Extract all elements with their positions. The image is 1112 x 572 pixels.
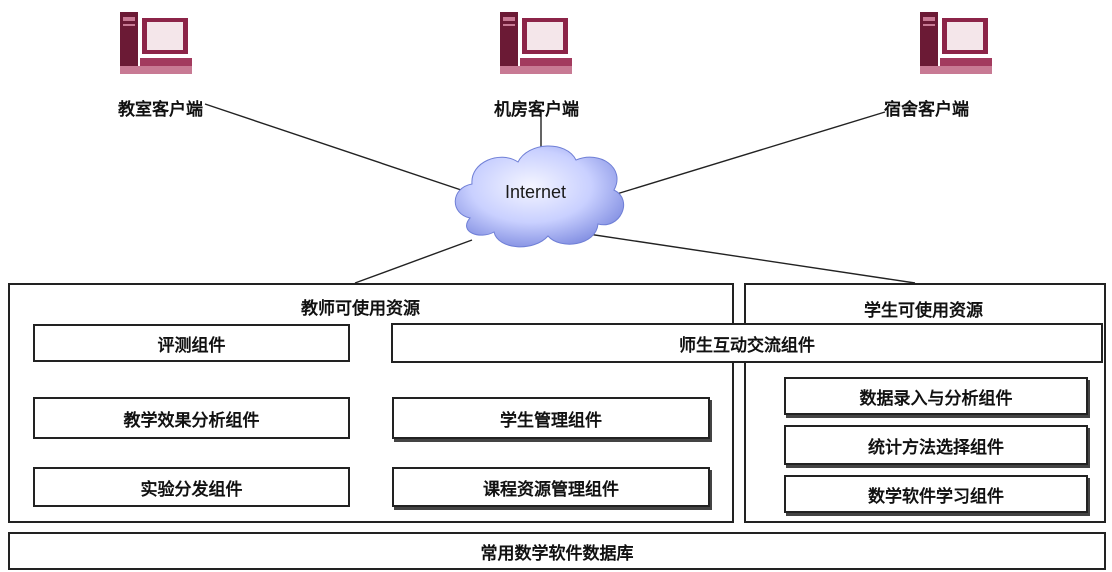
computer-icon xyxy=(120,12,192,74)
link-internet-teacher xyxy=(354,239,473,284)
math-software-component: 数学软件学习组件 xyxy=(784,475,1088,513)
experiment-component-label: 实验分发组件 xyxy=(140,479,243,500)
database-label: 常用数学软件数据库 xyxy=(480,543,634,564)
teacher-resources-panel xyxy=(8,283,734,523)
link-internet-student xyxy=(574,231,916,284)
client-label-lab: 机房客户端 xyxy=(494,100,579,120)
data-entry-component: 数据录入与分析组件 xyxy=(784,377,1088,415)
evaluation-component-label: 评测组件 xyxy=(157,335,226,356)
teaching-analysis-component: 教学效果分析组件 xyxy=(33,397,350,439)
link-classroom-internet xyxy=(204,103,486,199)
course-resource-component: 课程资源管理组件 xyxy=(392,467,710,507)
student-management-component-label: 学生管理组件 xyxy=(500,410,602,431)
internet-label: Internet xyxy=(505,182,567,202)
math-software-component-label: 数学软件学习组件 xyxy=(868,486,1004,507)
teacher-student-interaction-component-label: 师生互动交流组件 xyxy=(679,335,815,356)
math-software-database: 常用数学软件数据库 xyxy=(8,532,1106,570)
data-entry-component-label: 数据录入与分析组件 xyxy=(859,388,1013,409)
student-management-component: 学生管理组件 xyxy=(392,397,710,439)
client-label-dorm: 宿舍客户端 xyxy=(884,100,969,120)
stat-method-component-label: 统计方法选择组件 xyxy=(868,437,1004,458)
stat-method-component: 统计方法选择组件 xyxy=(784,425,1088,465)
student-resources-panel xyxy=(744,283,1106,523)
computer-icon xyxy=(920,12,992,74)
teacher-panel-title: 教师可使用资源 xyxy=(301,299,420,319)
client-label-classroom: 教室客户端 xyxy=(118,100,203,120)
teacher-student-interaction-component: 师生互动交流组件 xyxy=(391,323,1103,363)
student-panel-title: 学生可使用资源 xyxy=(864,301,983,321)
evaluation-component: 评测组件 xyxy=(33,324,350,362)
teaching-analysis-component-label: 教学效果分析组件 xyxy=(123,410,260,431)
link-dorm-internet xyxy=(609,111,886,197)
experiment-component: 实验分发组件 xyxy=(33,467,350,507)
course-resource-component-label: 课程资源管理组件 xyxy=(483,479,619,500)
cloud-icon xyxy=(454,145,625,248)
computer-icon xyxy=(500,12,572,74)
